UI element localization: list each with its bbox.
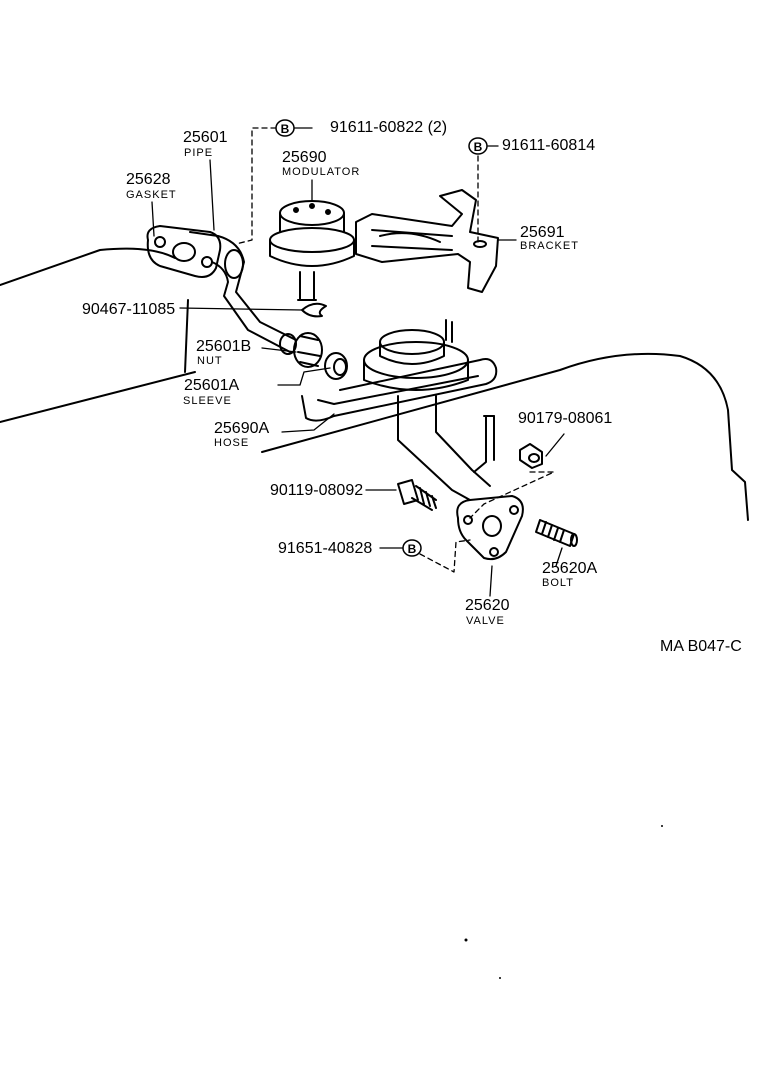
hose-name: HOSE [214,437,250,449]
bolt-left-ref: 90119-08092 [270,482,364,499]
leader-lines [151,159,565,597]
scan-specks [464,825,663,979]
modulator-drawing [269,200,355,301]
leader-lines-extra [293,127,499,147]
engine-outline-left [0,247,196,423]
clip-ref: 90467-11085 [82,301,176,318]
bracket-number: 25691 [520,224,565,241]
flange-nut-drawing [519,443,543,469]
gasket-number: 25628 [126,171,171,188]
sleeve-drawing [324,352,348,380]
nut-right-ref: 90179-08061 [518,410,613,427]
hose-number: 25690A [214,420,270,437]
screw-bracket-ref: 91611-60814 [502,137,596,154]
callout-b-top-text: B [281,122,290,136]
nut-name: NUT [197,355,223,367]
valve-drawing [363,319,524,561]
engine-outline-right [261,352,749,521]
sleeve-number: 25601A [184,377,240,394]
valve-name: VALVE [466,615,505,627]
hose-drawing [301,358,498,422]
callout-b-bracket: B [468,137,488,155]
sleeve-name: SLEEVE [183,395,232,407]
pipe-name: PIPE [184,147,214,159]
modulator-number: 25690 [282,149,327,166]
callout-b-valve-text: B [408,542,417,556]
pipe-number: 25601 [183,129,228,146]
pipe-drawing [189,231,297,355]
callout-b-valve: B [402,539,422,557]
bracket-name: BRACKET [520,240,579,252]
bolt-number: 25620A [542,560,598,577]
nut-number: 25601B [196,338,252,355]
bolt-valve-ref: 91651-40828 [278,540,373,557]
clip-drawing [301,302,327,318]
modulator-name: MODULATOR [282,166,361,178]
flange-bolt-drawing [397,479,437,511]
valve-number: 25620 [465,597,510,614]
bolt-name: BOLT [542,577,574,589]
callout-b-top: B [275,119,295,137]
nut-drawing [293,332,323,368]
stud-bolt-drawing [535,519,578,547]
bracket-drawing [355,189,499,293]
dashed-reference-lines [235,127,555,573]
screw-top-ref: 91611-60822 (2) [330,119,448,136]
diagram-code: MA B047-C [660,638,742,655]
gasket-name: GASKET [126,189,177,201]
callout-b-bracket-text: B [474,140,483,154]
